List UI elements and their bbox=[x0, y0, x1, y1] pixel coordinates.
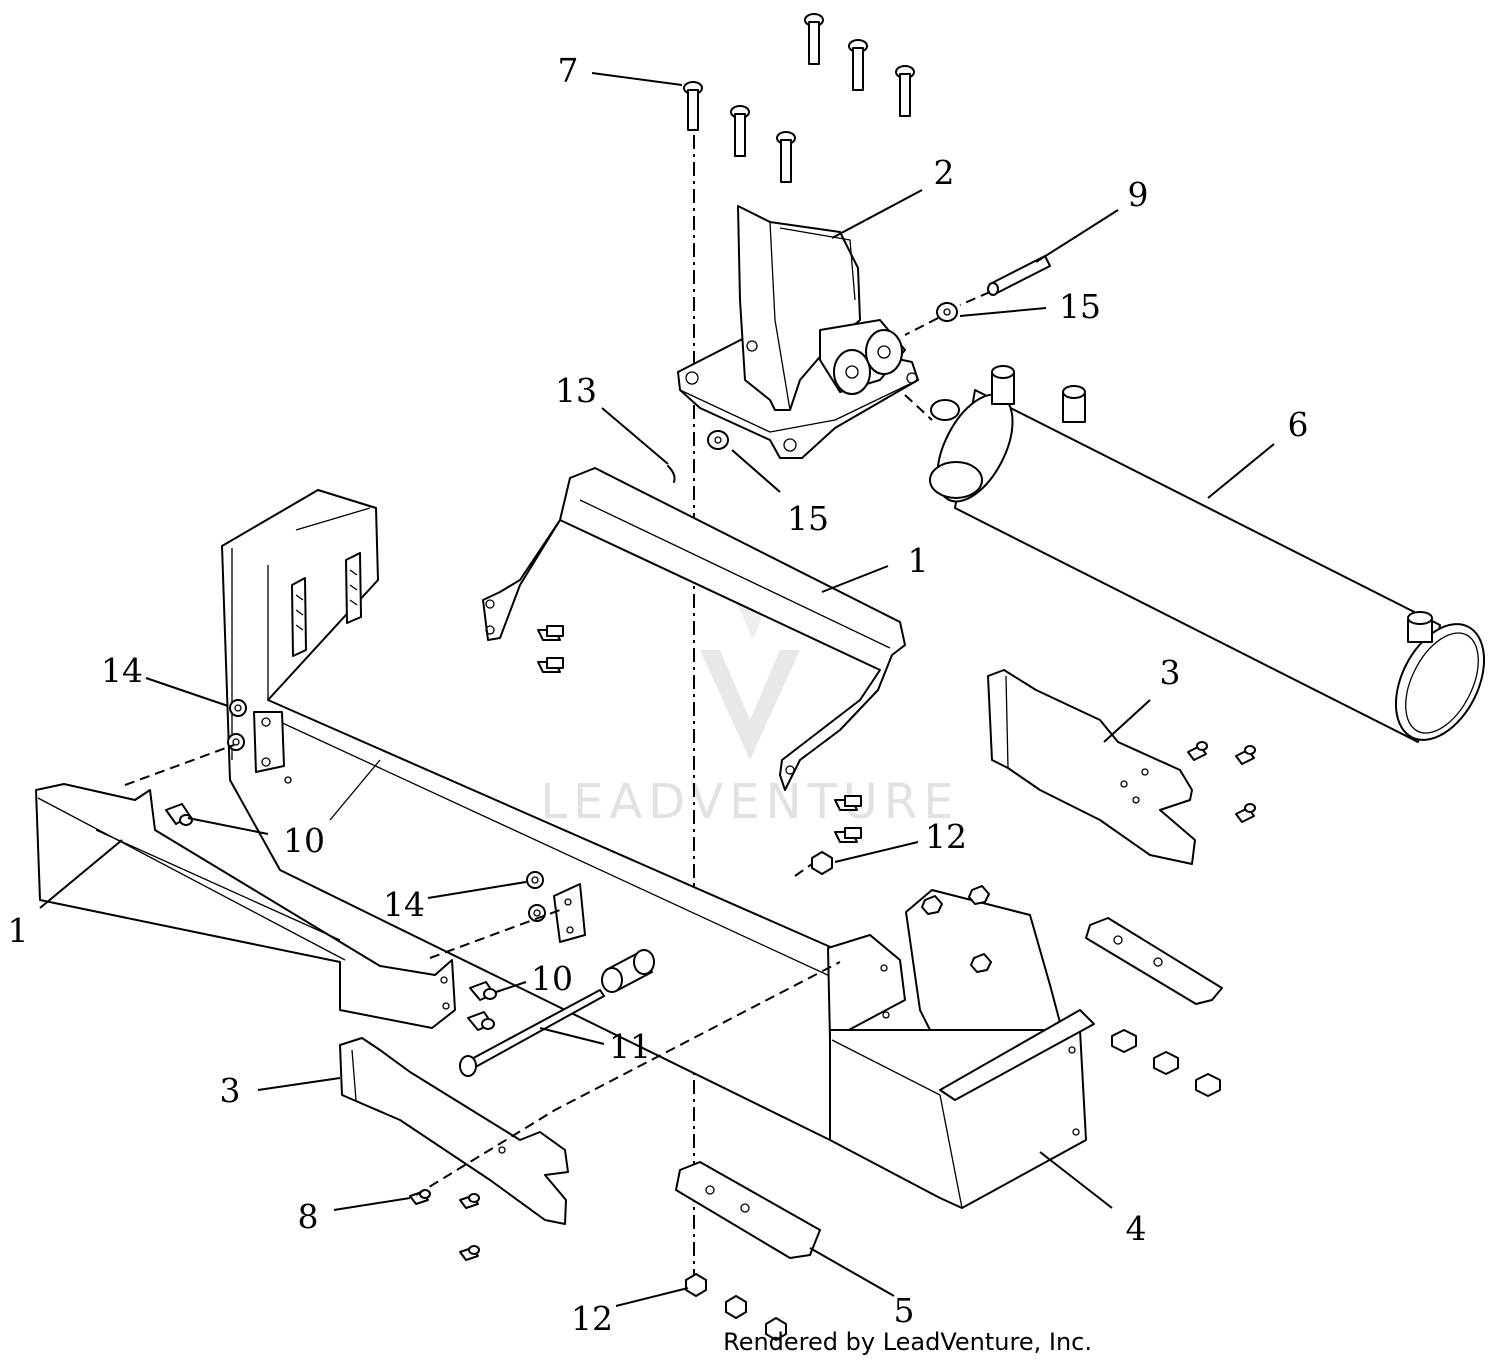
callout-label: 10 bbox=[531, 959, 573, 998]
callout-label: 2 bbox=[934, 153, 955, 192]
bolt-icon bbox=[683, 81, 703, 131]
leader-lines bbox=[39, 72, 1275, 1307]
bolt-icon bbox=[1187, 741, 1208, 761]
bolt-icon bbox=[1235, 803, 1256, 823]
wedge-plate bbox=[827, 885, 1095, 1209]
nut-icon bbox=[811, 851, 833, 875]
callout-label: 12 bbox=[925, 817, 967, 856]
callout-label: 10 bbox=[283, 821, 325, 860]
assembly-line bbox=[415, 961, 841, 1196]
bolt-icon bbox=[165, 803, 193, 826]
callout-label: 3 bbox=[1160, 653, 1181, 692]
bolt-icon bbox=[459, 1245, 480, 1261]
pin-icon bbox=[987, 255, 1051, 296]
callout-label: 7 bbox=[558, 51, 579, 90]
callout-label: 9 bbox=[1128, 175, 1149, 214]
nut-icon bbox=[1195, 1073, 1221, 1097]
washer-icon bbox=[227, 733, 245, 751]
washer-icon bbox=[936, 302, 958, 322]
callout-label: 11 bbox=[609, 1027, 651, 1066]
bolt-icon bbox=[834, 827, 862, 843]
bolt-icon bbox=[804, 13, 824, 65]
nut-icon bbox=[765, 1317, 787, 1341]
bolt-icon bbox=[459, 1193, 480, 1209]
long-bolt-with-spacer bbox=[459, 949, 655, 1077]
callout-label: 12 bbox=[571, 1299, 613, 1338]
bolt-icon bbox=[776, 131, 796, 183]
assembly-line bbox=[124, 744, 235, 786]
callout-label: 1 bbox=[8, 911, 29, 950]
bolt-set-top bbox=[683, 13, 915, 183]
nut-icon bbox=[921, 895, 943, 915]
bolt-icon bbox=[730, 105, 750, 157]
callout-label: 3 bbox=[220, 1071, 241, 1110]
callout-label: 14 bbox=[101, 651, 143, 690]
hydraulic-cylinder bbox=[929, 365, 1486, 743]
callout-label: 14 bbox=[383, 885, 425, 924]
bolt-icon bbox=[895, 65, 915, 117]
callout-label: 15 bbox=[1059, 287, 1101, 326]
upper-shield bbox=[482, 467, 906, 791]
bolt-icon bbox=[1235, 745, 1256, 765]
watermark-text: LEADVENTURE bbox=[540, 774, 959, 830]
lower-shield bbox=[35, 783, 456, 1029]
callout-label: 4 bbox=[1126, 1209, 1147, 1248]
assembly-line bbox=[429, 909, 561, 959]
callout-label: 8 bbox=[298, 1197, 319, 1236]
nut-icon bbox=[970, 953, 992, 973]
bolt-icon bbox=[469, 981, 497, 1001]
washer-icon bbox=[707, 430, 729, 450]
callout-label: 15 bbox=[787, 499, 829, 538]
callout-label: 6 bbox=[1288, 405, 1309, 444]
callout-labels: 7 2 9 15 13 15 6 1 14 3 10 1 12 14 10 11… bbox=[8, 51, 1309, 1338]
bolt-icon bbox=[537, 657, 564, 673]
assembly-line bbox=[794, 863, 813, 877]
render-credit: Rendered by LeadVenture, Inc. bbox=[723, 1328, 1092, 1356]
cylinder-mount-bracket bbox=[677, 205, 919, 459]
nut-icon bbox=[968, 885, 990, 905]
brace-left bbox=[339, 1037, 569, 1225]
nut-icon bbox=[725, 1295, 747, 1319]
brace-right bbox=[987, 669, 1196, 865]
bolt-icon bbox=[834, 795, 862, 811]
bolt-icon bbox=[537, 625, 564, 641]
clip-icon bbox=[667, 465, 676, 483]
spacer-plate bbox=[675, 1161, 821, 1259]
bolt-icon bbox=[467, 1011, 495, 1031]
nut-icon bbox=[685, 1273, 707, 1297]
main-beam bbox=[221, 489, 861, 1141]
washer-icon bbox=[229, 699, 247, 717]
nut-icon bbox=[1153, 1051, 1179, 1075]
mount-tab bbox=[553, 883, 586, 943]
spacer-plate bbox=[1085, 917, 1223, 1005]
washer-icon bbox=[526, 871, 544, 889]
callout-label: 5 bbox=[894, 1291, 915, 1330]
bolt-icon bbox=[848, 39, 868, 91]
nut-icon bbox=[1111, 1029, 1137, 1053]
callout-label: 13 bbox=[555, 371, 597, 410]
callout-label: 1 bbox=[908, 541, 929, 580]
